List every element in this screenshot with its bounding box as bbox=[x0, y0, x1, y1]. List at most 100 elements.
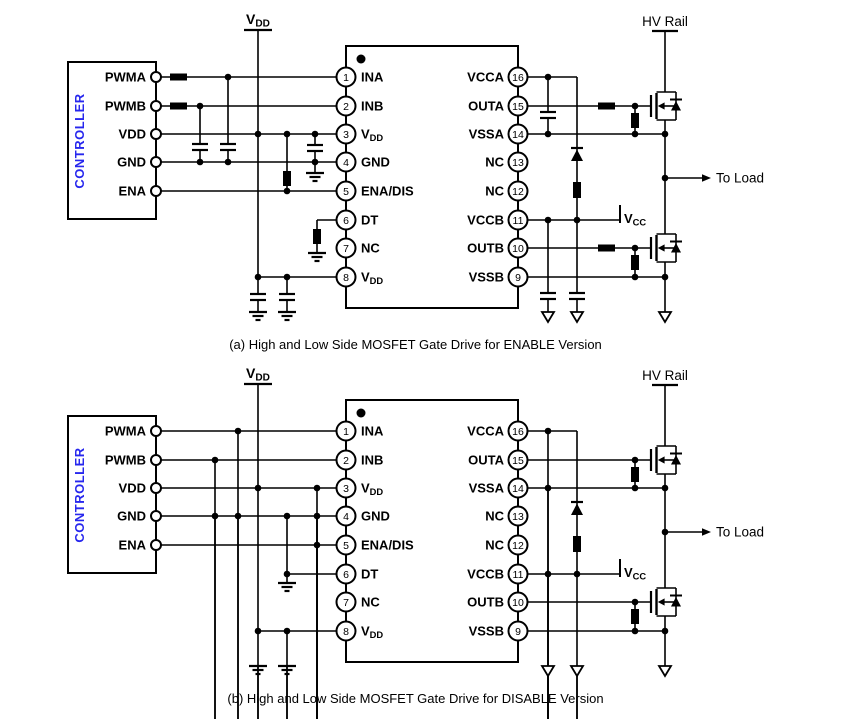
ic-pin-label: VCCA bbox=[467, 424, 504, 439]
ic-pin-label: OUTA bbox=[468, 99, 504, 114]
ic-pin-circle bbox=[335, 237, 357, 259]
caption-a: (a) High and Low Side MOSFET Gate Drive … bbox=[229, 337, 602, 352]
junction-dot bbox=[211, 512, 219, 520]
ic-pin-circle bbox=[335, 180, 357, 202]
controller-box bbox=[67, 415, 157, 574]
vdd-rail-label: VDD bbox=[246, 365, 270, 384]
ic-pin-number: 5 bbox=[343, 540, 349, 552]
ic-pin-number: 16 bbox=[512, 72, 524, 84]
junction-dot bbox=[631, 273, 639, 281]
controller-pin-terminal bbox=[150, 100, 162, 112]
resistor bbox=[170, 73, 187, 81]
junction-dot bbox=[234, 512, 242, 520]
bootstrap-resistor bbox=[573, 536, 581, 552]
ic-pin-label: NC bbox=[361, 241, 380, 256]
ic-pin-circle bbox=[335, 505, 357, 527]
to-load-label: To Load bbox=[716, 171, 764, 186]
controller-pin-label: ENA bbox=[119, 538, 147, 553]
ic-pin-circle bbox=[335, 151, 357, 173]
ic-pin-label: VDD bbox=[361, 127, 383, 144]
controller-title: CONTROLLER bbox=[72, 447, 87, 542]
ic-pin-label: INA bbox=[361, 424, 384, 439]
controller-pin-terminal bbox=[150, 482, 162, 494]
ic-pin-circle bbox=[507, 151, 529, 173]
ic-pin-number: 4 bbox=[343, 157, 349, 169]
hv-rail-label: HV Rail bbox=[642, 368, 688, 383]
ic-pin-number: 9 bbox=[515, 626, 521, 638]
ic-pin-number: 11 bbox=[513, 569, 524, 581]
ic-pin-label: OUTB bbox=[467, 595, 504, 610]
ic-pin-label: VDD bbox=[361, 270, 383, 287]
mosfet-high-side-source-arrowhead bbox=[657, 102, 665, 110]
ic-pin-number: 14 bbox=[512, 483, 524, 495]
junction-dot bbox=[254, 484, 262, 492]
ic-pin-circle bbox=[507, 95, 529, 117]
controller-pin-label: VDD bbox=[119, 481, 146, 496]
controller-pin-label: PWMB bbox=[105, 453, 146, 468]
vcc-label: VCC bbox=[624, 211, 646, 228]
controller-pin-label: ENA bbox=[119, 184, 147, 199]
ic-pin-label: NC bbox=[485, 155, 504, 170]
ic-pin-label: VCCA bbox=[467, 70, 504, 85]
mosfet-low-side-source-arrowhead bbox=[657, 598, 665, 606]
ic-pin-label: VSSA bbox=[469, 127, 505, 142]
ic-pin-number: 2 bbox=[343, 101, 349, 113]
junction-dot bbox=[224, 158, 232, 166]
ic-pin-number: 2 bbox=[343, 455, 349, 467]
controller-box bbox=[67, 61, 157, 220]
ic-pin-number: 7 bbox=[343, 597, 349, 609]
ic-pin-label: INA bbox=[361, 70, 384, 85]
controller-pin-terminal bbox=[150, 425, 162, 437]
ic-pin-number: 15 bbox=[512, 455, 524, 467]
ic-pin-label: VCCB bbox=[467, 213, 504, 228]
bootstrap-resistor bbox=[573, 182, 581, 198]
ic-pin-circle bbox=[335, 420, 357, 442]
ic-pin-circle bbox=[507, 620, 529, 642]
resistor bbox=[170, 102, 187, 110]
ic-pin-label: NC bbox=[485, 184, 504, 199]
ic-pin-circle bbox=[507, 266, 529, 288]
ic-pin-number: 13 bbox=[512, 157, 524, 169]
ic-pin-number: 12 bbox=[512, 540, 524, 552]
ic-pin-circle bbox=[507, 209, 529, 231]
ic-pin-number: 15 bbox=[512, 101, 524, 113]
ic-pin-number: 10 bbox=[512, 243, 524, 255]
bootstrap-diode bbox=[571, 503, 583, 515]
controller-pin-terminal bbox=[150, 454, 162, 466]
controller-pin-label: GND bbox=[117, 155, 146, 170]
controller-pin-terminal bbox=[150, 156, 162, 168]
ic-pin-circle bbox=[335, 266, 357, 288]
ic-pin-number: 6 bbox=[343, 215, 349, 227]
ic-pin-label: VSSB bbox=[469, 624, 504, 639]
ic-pin-number: 6 bbox=[343, 569, 349, 581]
ic-pin-number: 1 bbox=[343, 72, 349, 84]
ic-pin-number: 8 bbox=[343, 626, 349, 638]
gate-pulldown-resistor bbox=[631, 609, 639, 624]
mosfet-high-side-source-arrowhead bbox=[657, 456, 665, 464]
ic-pin-label: INB bbox=[361, 453, 383, 468]
ic-pin-circle bbox=[335, 591, 357, 613]
ic-pin-number: 16 bbox=[512, 426, 524, 438]
ic-pin-circle bbox=[335, 449, 357, 471]
ic-pin-circle bbox=[335, 477, 357, 499]
junction-dot bbox=[631, 627, 639, 635]
ic-pin-circle bbox=[507, 505, 529, 527]
ic-pin-circle bbox=[335, 209, 357, 231]
controller-pin-label: VDD bbox=[119, 127, 146, 142]
gate-pulldown-resistor bbox=[631, 255, 639, 270]
junction-dot bbox=[283, 187, 291, 195]
ic-pin-number: 8 bbox=[343, 272, 349, 284]
ic-pin-label: INB bbox=[361, 99, 383, 114]
ic-pin-number: 1 bbox=[343, 426, 349, 438]
ic-body bbox=[345, 399, 519, 663]
ic-pin-circle bbox=[507, 477, 529, 499]
controller-pin-terminal bbox=[150, 71, 162, 83]
vdd-rail-label: VDD bbox=[246, 11, 270, 30]
junction-dot bbox=[544, 130, 552, 138]
hv-rail-label: HV Rail bbox=[642, 14, 688, 29]
ic-pin-number: 3 bbox=[343, 129, 349, 141]
ic-pin-label: DT bbox=[361, 567, 378, 582]
ic-pin-number: 12 bbox=[512, 186, 524, 198]
ic-pin-label: GND bbox=[361, 509, 390, 524]
